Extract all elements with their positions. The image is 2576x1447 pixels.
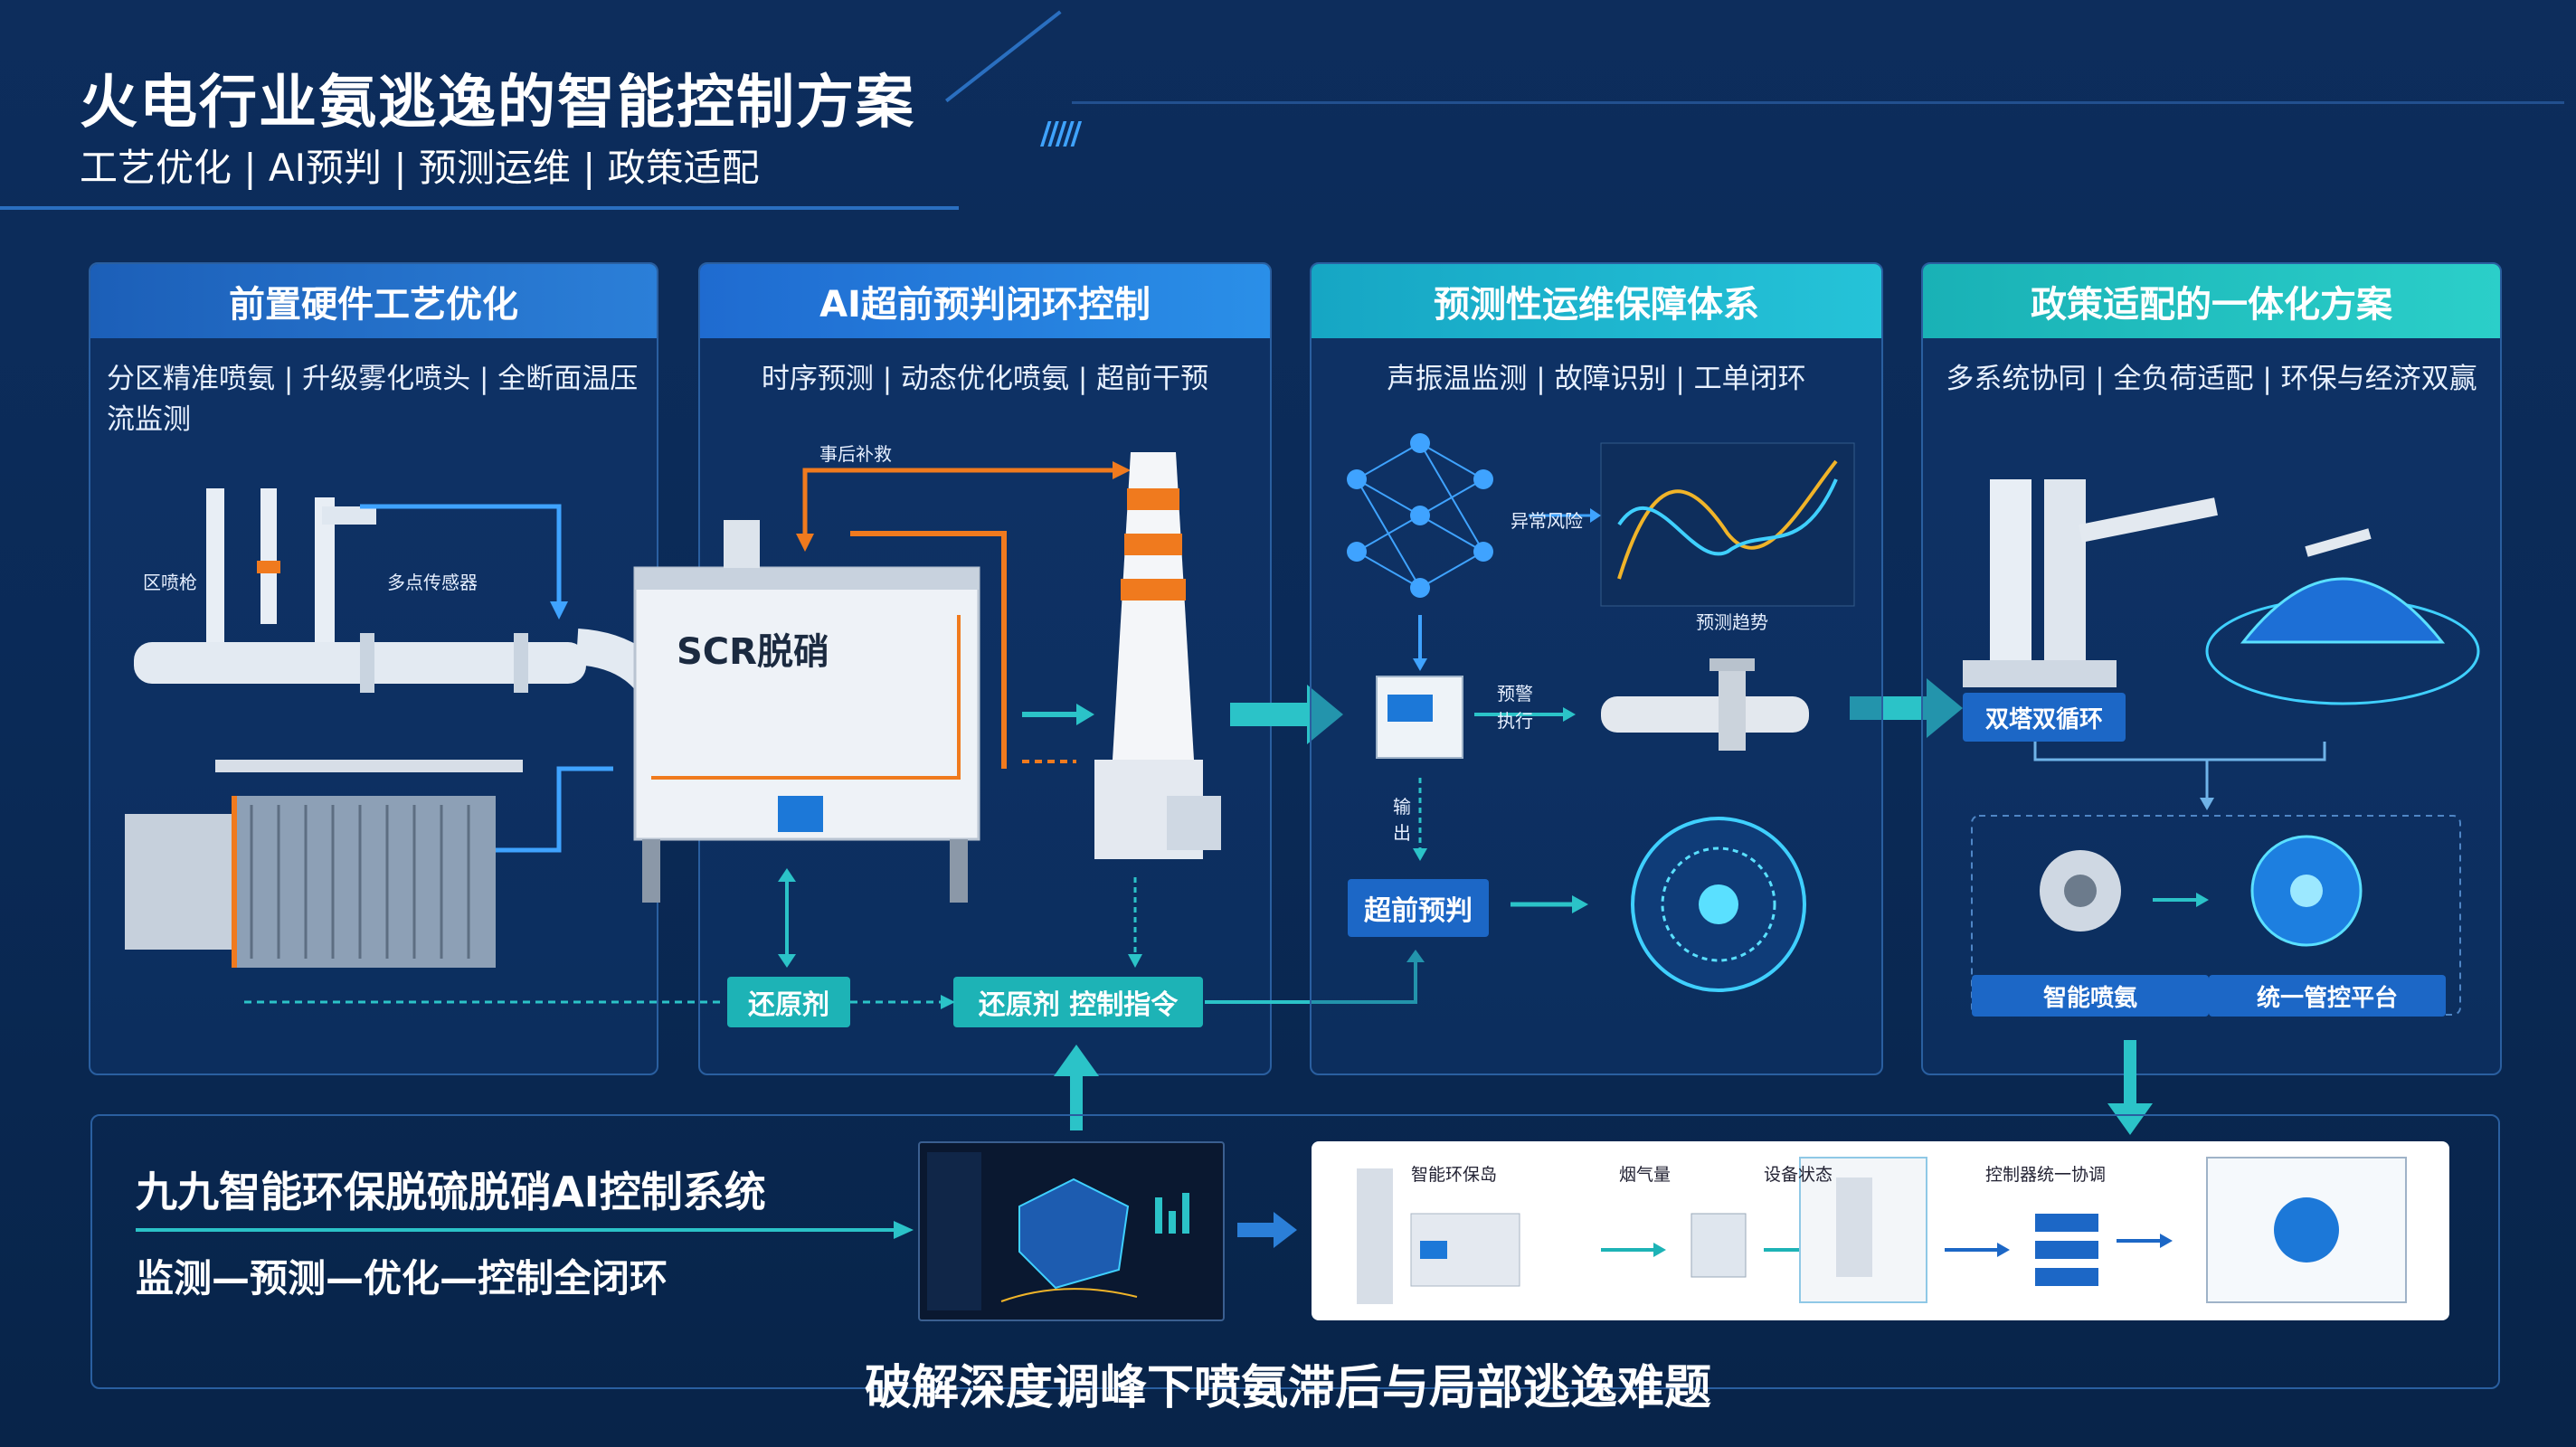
system-title: 九九智能环保脱硫脱硝AI控制系统 [136,1168,766,1216]
panel-title: AI超前预判闭环控制 [700,264,1270,338]
dashboard-map-icon [927,1152,1189,1310]
maintenance-illustration [1347,433,1855,992]
nozzle-icon [206,488,224,642]
reactor-icon [1836,1177,1872,1277]
header-divider-slant [945,10,1062,103]
output-label: 输出 [1393,796,1411,844]
neural-network-icon [1356,442,1484,589]
warn-exec-label: 预警 执行 [1497,683,1533,732]
system-arrow [136,1221,914,1239]
chimney-icon [1357,1168,1393,1304]
tower-icon [1990,479,2031,678]
panel-title: 前置硬件工艺优化 [90,264,657,338]
arrow-right-icon [1237,1212,1297,1248]
platform-tag: 统一管控平台 [2209,975,2446,1017]
trend-chart [1600,442,1855,607]
panel-subtitle: 多系统协同 | 全负荷适配 | 环保与经济双赢 [1946,363,2477,395]
footer-slogan: 破解深度调峰下喷氨滞后与局部逃逸难题 [864,1361,1711,1415]
platform-dome-icon [2240,577,2446,644]
flow-label: 烟气量 [1619,1165,1672,1185]
flow-label: 智能环保岛 [1411,1165,1498,1185]
chimney-icon [1113,452,1194,760]
cabinet-icon [1690,1213,1747,1278]
smart-injection-tag: 智能喷氨 [1972,975,2209,1017]
reducer-connectors [244,950,1425,1009]
flow-diagram: 智能环保岛 烟气量 设备状态 控制器统一协调 [1312,1141,2449,1320]
policy-illustration [1963,479,2480,1016]
valve-icon [1601,696,1809,733]
page-title: 火电行业氨逃逸的智能控制方案 [80,70,915,137]
flow-label: 控制器统一协调 [1985,1165,2107,1185]
scr-label: SCR脱硝 [677,631,829,673]
system-subtitle: 监测—预测—优化—控制全闭环 [136,1256,668,1300]
twin-tower-tag: 双塔双循环 [1963,693,2126,742]
anomaly-label: 异常风险 [1511,510,1583,532]
system-panel [90,1114,2500,1389]
arrow-right-icon [1230,685,1343,744]
heat-exchanger-icon [125,814,233,950]
early-predict-tag: 超前预判 [1348,879,1489,937]
reducer-control-tag: 还原剂 控制指令 [953,977,1203,1027]
arrow-right-icon [1850,678,1963,738]
panel-title: 政策适配的一体化方案 [1923,264,2500,338]
header-divider-top [1072,101,2564,104]
multi-sensor-label: 多点传感器 [387,572,478,593]
scr-reactor-icon [633,566,980,841]
decor-stripes: ///// [1040,116,1082,152]
header-divider [0,206,959,210]
dashboard-screen [918,1141,1225,1321]
scr-illustration [633,452,1221,968]
flow-label: 设备状态 [1764,1165,1833,1185]
reducer-tag: 还原剂 [727,977,850,1027]
panel-subtitle: 时序预测 | 动态优化喷氨 | 超前干预 [761,363,1209,395]
zone-nozzle-label: 区喷枪 [143,572,197,593]
panel-title: 预测性运维保障体系 [1312,264,1881,338]
page-subtitle: 工艺优化 | AI预判 | 预测运维 | 政策适配 [80,146,760,190]
predict-label: 预测趋势 [1696,611,1768,633]
bottom-connectors [1054,1040,2153,1135]
panel-subtitle: 声振温监测 | 故障识别 | 工单闭环 [1387,363,1806,395]
feedback-label: 事后补救 [819,443,892,465]
panel-subtitle: 分区精准喷氨 | 升级雾化喷头 | 全断面温压流监测 [107,363,639,436]
